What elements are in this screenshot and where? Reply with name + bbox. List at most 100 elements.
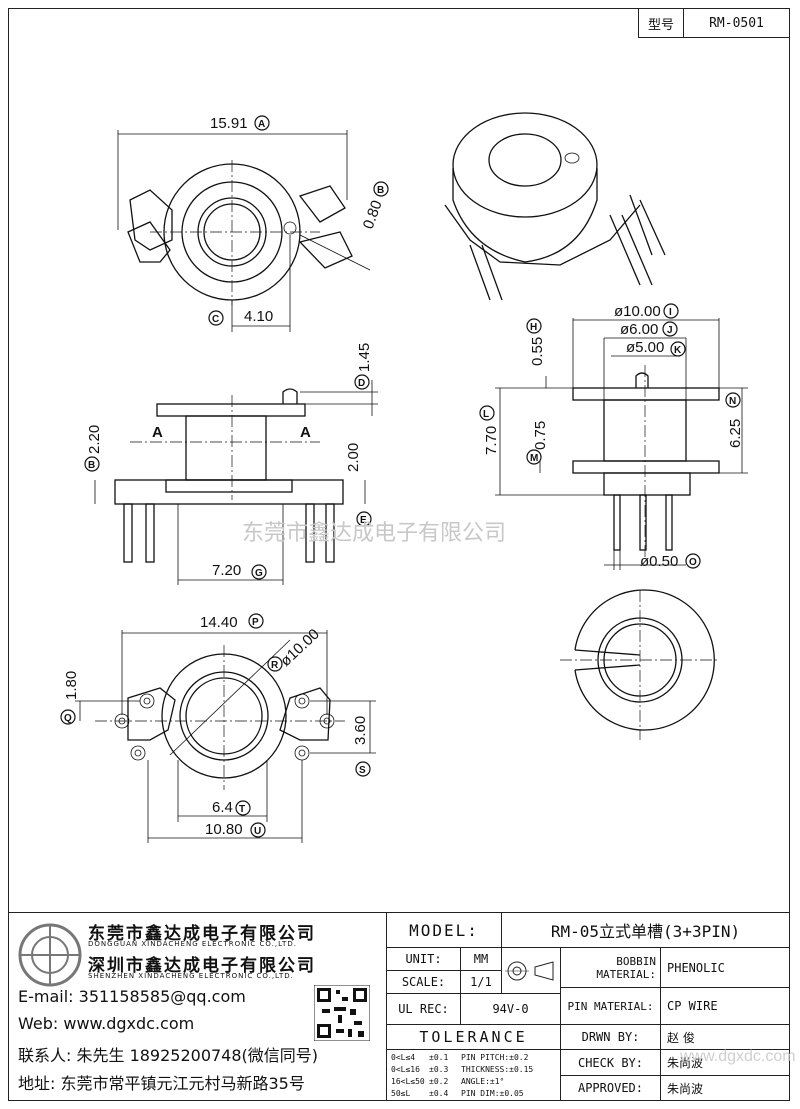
tb-model-value: RM-05立式单槽(3+3PIN) [501,912,790,948]
dim-4-10: 4.10 [244,308,273,325]
company-address: 地址: 东莞市常平镇元江元村马新路35号 [18,1074,305,1093]
tb-unit-label: UNIT: [386,947,461,971]
watermark-text: 东莞市鑫达成电子有限公司 [242,521,506,546]
tag-o: O [689,557,697,568]
dim-6-25: 6.25 [727,419,744,448]
dim-15-91: 15.91 [210,115,248,132]
tag-q: Q [64,713,72,724]
tb-scale-value: 1/1 [460,970,502,994]
tag-t: T [239,804,245,815]
iso-hole [488,133,562,187]
tb-pin-value: CP WIRE [660,987,790,1025]
tag-g: G [255,568,263,579]
iso-top-flange [452,112,598,218]
company-email[interactable]: E-mail: 351158585@qq.com [18,987,246,1006]
header-model-value: RM-0501 [683,8,790,38]
tag-j: J [667,325,673,336]
sec-top-flange [572,387,720,401]
tb-approved-value: 朱尚波 [660,1075,790,1101]
side-top-flange [156,403,306,417]
iso-bottom-flange [444,204,641,266]
tag-d: D [358,378,365,389]
tag-a: A [258,119,265,130]
tb-ulrec-label: UL REC: [386,993,461,1025]
tb-model-label: MODEL: [386,912,502,948]
side-view: A A 1.45 D 2.20 B 2.00 E 7.20 G [84,343,378,585]
top-bracket-right-2 [298,231,353,269]
tb-drawn-value: 赵 俊 [660,1024,790,1050]
tag-b-side: B [88,460,95,471]
section-a-right: A [300,424,311,441]
dim-2-20: 2.20 [86,425,103,454]
dim-10-80: 10.80 [205,821,243,838]
dim-phi6: ø6.00 [620,321,658,338]
tb-approved-label: APPROVED: [560,1075,661,1101]
dim-6-4: 6.4 [212,799,233,816]
isometric-view [444,112,666,301]
company-contact: 联系人: 朱先生 18925200748(微信同号) [18,1046,319,1065]
company-web[interactable]: Web: www.dgxdc.com [18,1014,195,1033]
company-name-2: 深圳市鑫达成电子有限公司 [88,956,316,976]
dim-pin: ø0.50 [640,553,678,570]
technical-drawing: 15.91 A 0.80 B 4.10 C A [60,112,748,843]
bottom-view: 14.40 P ø10.00 R 1.80 Q 3.60 S 6.4 T 10.… [60,613,376,843]
dim-3-60: 3.60 [352,716,369,745]
tag-r: R [271,660,279,671]
tb-scale-label: SCALE: [386,970,461,994]
top-bracket-left-2 [127,221,171,263]
tb-ulrec-value: 94V-0 [460,993,561,1025]
dim-14-40: 14.40 [200,614,238,631]
dim-2-00: 2.00 [345,443,362,472]
c-flange-outer [574,589,715,731]
side-base-center [165,479,293,493]
company-name-1: 东莞市鑫达成电子有限公司 [88,924,316,944]
tag-m: M [530,453,538,464]
dim-1-45: 1.45 [356,343,373,372]
tb-unit-value: MM [460,947,502,971]
dim-r10: ø10.00 [277,626,323,670]
section-view: ø10.00 I ø6.00 J ø5.00 K 0.55 H 7.70 L 0… [479,303,748,570]
sec-bottom-flange [572,460,720,474]
top-bracket-left-1 [129,189,173,251]
tb-check-label: CHECK BY: [560,1049,661,1076]
tag-l: L [483,409,489,420]
dim-phi5: ø5.00 [626,339,664,356]
tb-pin-label: PIN MATERIAL: [560,987,661,1025]
top-pin-hole [283,221,297,235]
tag-u: U [254,826,261,837]
qr-code [314,985,370,1041]
tb-bobbin-label: BOBBIN MATERIAL: [560,947,661,988]
top-bracket-right-1 [298,185,346,223]
dim-7-20: 7.20 [212,562,241,579]
company-logo [18,923,82,987]
tag-b-top: B [377,185,384,196]
dim-0-75: 0.75 [532,421,549,450]
projection-symbol-cell [501,947,561,994]
iso-body [452,168,598,263]
tb-drawn-label: DRWN BY: [560,1024,661,1050]
c-flange-view [560,589,720,740]
dim-0-55: 0.55 [529,337,546,366]
company-block: 东莞市鑫达成电子有限公司 DONGGUAN XINDACHENG ELECTRO… [8,912,386,1102]
tag-s: S [359,765,366,776]
third-angle-projection-icon [505,960,554,981]
tb-tolerance-label: TOLERANCE [386,1024,561,1050]
tag-n: N [729,396,736,407]
top-view: 15.91 A 0.80 B 4.10 C [117,115,389,332]
tag-p: P [252,617,259,628]
dim-1-80: 1.80 [63,671,80,700]
section-a-left: A [152,424,163,441]
watermark-url: www.dgxdc.com [680,1048,796,1065]
tb-bobbin-value: PHENOLIC [660,947,790,988]
company-name-2-en: SHENZHEN XINDACHENG ELECTRONIC CO.,LTD. [88,972,294,980]
tag-e: E [360,515,367,526]
tag-k: K [674,345,682,356]
side-core [185,415,267,481]
dim-phi10: ø10.00 [614,303,661,320]
dim-0-80: 0.80 [360,198,386,231]
